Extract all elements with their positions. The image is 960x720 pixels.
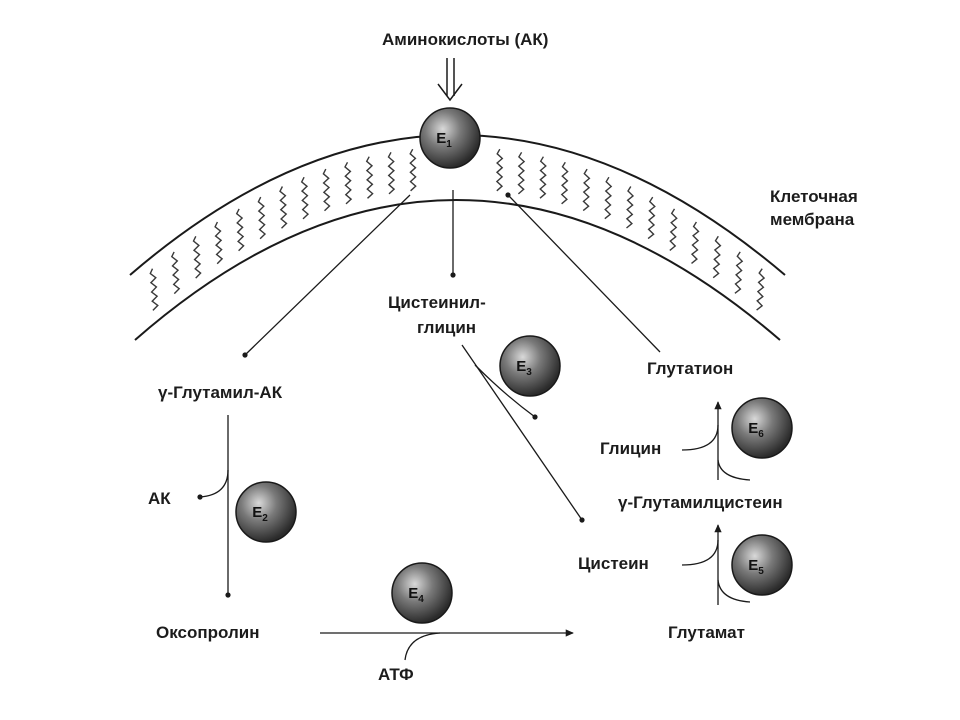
membrane-hatch-mark [539,156,547,199]
label-aa: АК [148,489,171,508]
label-glutathione: Глутатион [647,359,734,378]
enzyme-e1: E1 [419,107,481,169]
membrane-hatch-mark [149,268,159,311]
label-gamma-glutamylcysteine: γ-Глутамилцистеин [618,493,783,512]
label-cysteinylglycine-line1: Цистеинил- [388,293,486,312]
amino-acid-inflow-arrow [437,58,463,102]
membrane-hatch-mark [625,186,635,229]
membrane-hatch-mark [495,148,504,192]
reaction-arrows [197,190,751,661]
membrane-hatch-mark [690,221,700,264]
enzyme-label-subscript: 1 [446,139,452,150]
membrane-hatch-mark [279,186,288,229]
membrane-hatch-mark [647,196,656,240]
arrow-e1-to-gamma-glutamyl-aa [242,194,411,358]
enzyme-label-subscript: 3 [526,367,532,378]
membrane-hatch-mark [582,168,591,212]
enzyme-e5: E5 [731,534,793,596]
membrane-hatch-mark [257,196,267,240]
label-glycine: Глицин [600,439,662,458]
label-cysteinylglycine-line2: глицин [417,318,477,337]
enzyme-label-subscript: 4 [418,594,424,605]
membrane-hatch-mark [734,251,744,294]
enzyme-sphere [499,335,561,397]
branch-cofactor-e5 [717,579,751,603]
cell-membrane [129,134,786,341]
enzyme-sphere [419,107,481,169]
branch-cofactor-e6 [717,459,751,481]
enzyme-e2: E2 [235,481,297,543]
label-cell-membrane-line1: Клеточная [770,187,858,206]
membrane-lipid-hatching [149,148,766,311]
branch-glycine-input [681,424,719,451]
membrane-hatch-mark [669,208,678,251]
membrane-hatch-mark [170,251,181,295]
membrane-hatch-mark [235,208,245,252]
branch-cysteine-input [681,539,719,566]
arrow-glutathione-to-e1 [505,192,661,353]
enzyme-label-subscript: 2 [262,513,268,524]
label-gamma-glutamyl-aa: γ-Глутамил-АК [158,383,283,402]
enzyme-e4: E4 [391,562,453,624]
membrane-hatch-mark [409,148,417,192]
label-atp: АТФ [378,665,414,684]
membrane-hatch-mark [604,176,613,220]
branch-atp-input [404,632,441,661]
enzyme-label-subscript: 6 [758,429,764,440]
membrane-hatch-mark [712,235,722,279]
label-cysteine: Цистеин [578,554,649,573]
membrane-hatch-mark [300,176,310,220]
enzyme-sphere [235,481,297,543]
membrane-hatch-mark [756,268,766,311]
enzyme-e3: E3 [499,335,561,397]
label-glutamate: Глутамат [668,623,745,642]
membrane-hatch-mark [560,161,569,205]
membrane-hatch-mark [344,161,353,205]
branch-glycine-release [474,364,538,420]
membrane-hatch-mark [365,156,374,199]
enzyme-sphere [731,397,793,459]
membrane-hatch-mark [517,151,526,195]
membrane-hatch-mark [322,168,331,212]
branch-aa-release [197,469,229,500]
membrane-hatch-mark [192,235,202,279]
enzyme-sphere [391,562,453,624]
membrane-hatch-mark [214,221,224,265]
enzyme-e6: E6 [731,397,793,459]
label-amino-acids: Аминокислоты (АК) [382,30,549,49]
membrane-hatch-mark [387,151,396,195]
label-oxoproline: Оксопролин [156,623,260,642]
enzyme-sphere [731,534,793,596]
arrow-cysteinylglycine-to-cysteine [461,344,585,523]
membrane-inner-edge [134,199,781,341]
enzyme-label-subscript: 5 [758,566,764,577]
label-cell-membrane-line2: мембрана [770,210,855,229]
